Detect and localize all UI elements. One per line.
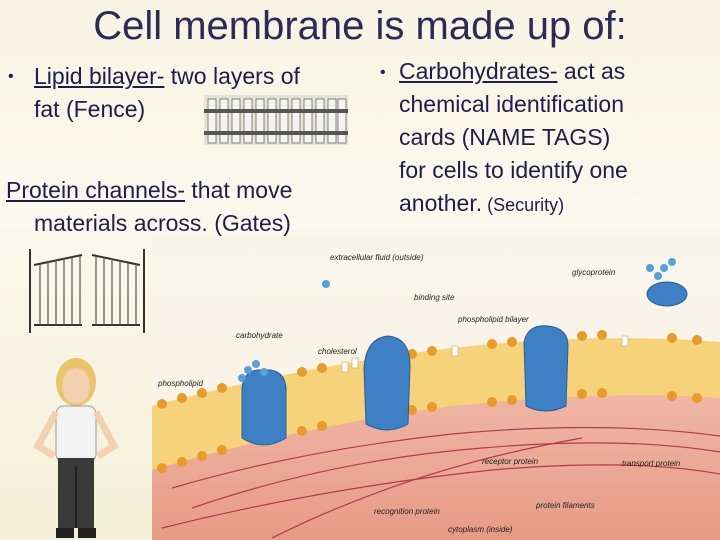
gate-image (29, 249, 145, 333)
label-glycoprotein: glycoprotein (572, 268, 616, 277)
security-text: (Security) (482, 195, 565, 215)
cell-membrane-diagram: extracellular fluid (outside) glycoprote… (152, 238, 720, 540)
fence-image (204, 95, 348, 145)
label-phospholipid-bilayer: phospholipid bilayer (457, 315, 529, 324)
label-extracellular: extracellular fluid (outside) (330, 253, 424, 262)
carbohydrates-term: Carbohydrates- (399, 58, 558, 84)
protein-channels-term: Protein channels- (6, 177, 185, 203)
label-cholesterol: cholesterol (318, 347, 357, 356)
carbohydrates-line4: for cells to identify one (399, 157, 628, 183)
bullet: • (8, 68, 14, 85)
lipid-bilayer-rest: two layers of (164, 63, 300, 89)
label-carbohydrate: carbohydrate (236, 331, 283, 340)
bullet: • (380, 64, 386, 81)
presenter-figure (33, 358, 119, 538)
another-text: another. (399, 190, 483, 216)
protein-channels-rest: that move (185, 177, 293, 203)
lipid-bilayer-line2: fat (Fence) (34, 96, 146, 122)
label-phospholipid: phospholipid (157, 379, 203, 388)
label-protein-filaments: protein filaments (535, 501, 595, 510)
lipid-bilayer-line1: Lipid bilayer- two layers of (34, 63, 300, 90)
carbohydrates-line5: another. (Security) (399, 190, 564, 219)
carbohydrates-line1: Carbohydrates- act as (399, 58, 625, 85)
label-recognition-protein: recognition protein (374, 507, 440, 516)
slide-title: Cell membrane is made up of: (93, 4, 627, 48)
carbohydrates-line2: chemical identification (399, 91, 625, 117)
carbohydrates-rest: act as (557, 58, 626, 84)
protein-channels-line1: Protein channels- that move (6, 177, 292, 204)
carbohydrates-line3: cards (NAME TAGS) (399, 124, 611, 150)
label-receptor-protein: receptor protein (482, 457, 539, 466)
label-cytoplasm: cytoplasm (inside) (448, 525, 513, 534)
lipid-bilayer-term: Lipid bilayer- (34, 63, 165, 89)
label-binding-site: binding site (414, 293, 455, 302)
label-transport-protein: transport protein (622, 459, 681, 468)
protein-channels-line2: materials across. (Gates) (34, 210, 291, 236)
